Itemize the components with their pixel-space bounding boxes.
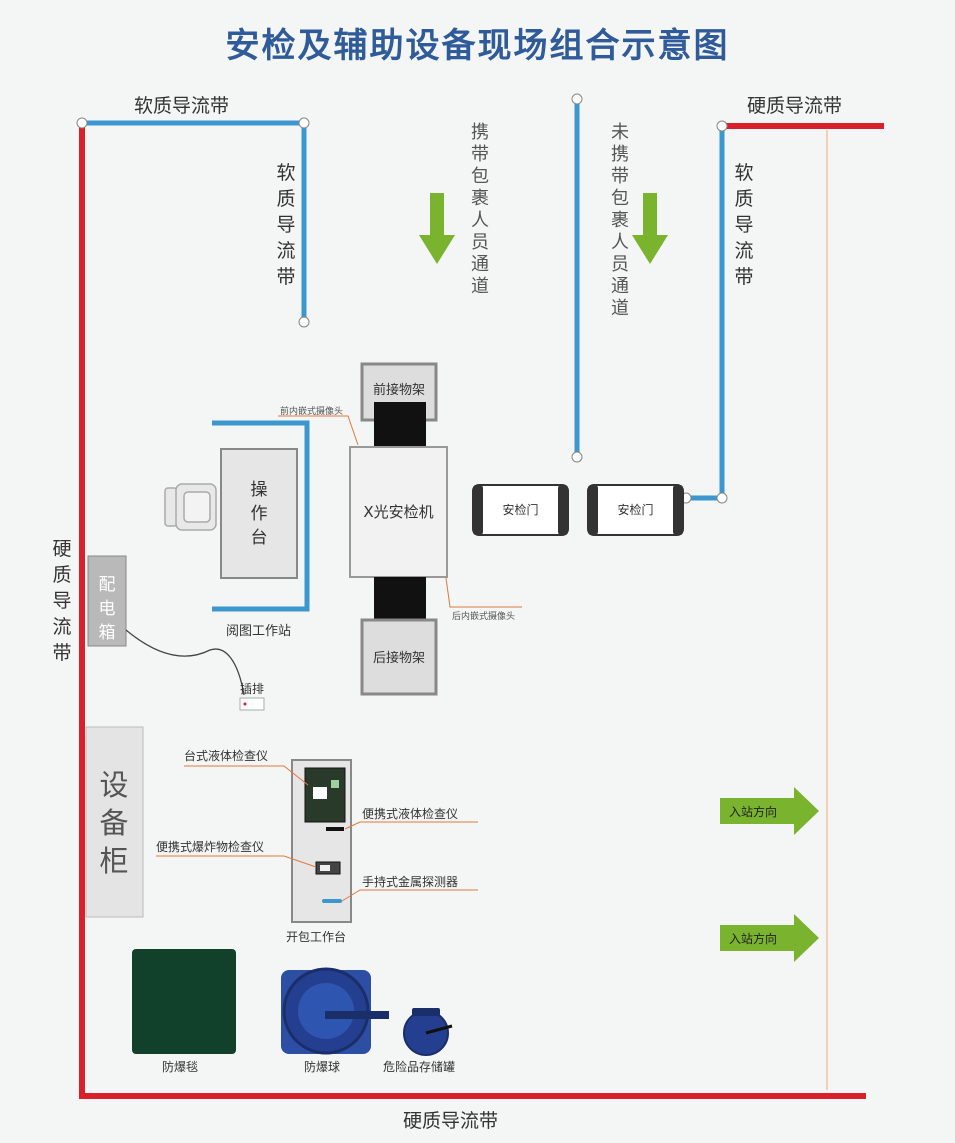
label-rear-rack: 后接物架 — [372, 651, 425, 666]
hard-barrier-left — [79, 123, 866, 1099]
label-rear-camera: 后内嵌式摄像头 — [452, 612, 516, 622]
equipment-cabinet — [85, 726, 144, 918]
chair-icon — [164, 483, 217, 531]
label-blast-blanket: 防爆毯 — [162, 1060, 199, 1074]
power-strip — [239, 697, 265, 711]
label-lane-with-bag: 携带包裹人员通道 — [471, 122, 489, 297]
xray-machine-group — [349, 362, 448, 696]
portable-liquid-device — [326, 827, 344, 831]
label-lane-without-bag: 未携带包裹人员通道 — [611, 122, 629, 319]
front-camera-leader — [278, 415, 359, 446]
label-soft-barrier-top-left: 软质导流带 — [134, 95, 230, 117]
soft-barrier-right — [686, 126, 725, 501]
label-desktop-liquid: 台式液体检查仪 — [184, 749, 269, 763]
hard-barrier-lines — [79, 123, 884, 1099]
label-portable-liquid: 便携式液体检查仪 — [362, 807, 459, 821]
page-title: 安检及辅助设备现场组合示意图 — [225, 26, 730, 66]
label-operation-desk: 操作台 — [250, 480, 268, 548]
label-front-camera: 前内嵌式摄像头 — [280, 407, 344, 417]
label-power-box: 配电箱 — [98, 575, 116, 643]
blast-ball — [281, 967, 389, 1055]
blast-blanket — [132, 949, 236, 1054]
label-gate-2: 安检门 — [617, 503, 654, 517]
security-gate-1 — [472, 484, 569, 536]
label-equipment-cabinet: 设备柜 — [99, 768, 129, 878]
label-soft-barrier-vertical-right: 软质导流带 — [734, 162, 754, 288]
label-metal-detector: 手持式金属探测器 — [362, 875, 459, 889]
label-entry-direction-1: 入站方向 — [729, 805, 778, 819]
down-arrow-icon — [632, 193, 668, 264]
label-hazard-tank: 危险品存储罐 — [383, 1060, 456, 1074]
security-gate-2 — [587, 484, 684, 536]
down-arrow-icon — [419, 193, 455, 264]
label-blast-ball: 防爆球 — [304, 1060, 341, 1074]
label-hard-barrier-left: 硬质导流带 — [52, 538, 72, 664]
power-box — [87, 555, 127, 647]
right-arrow-icon — [720, 787, 819, 962]
power-cable — [125, 629, 245, 696]
metal-detector-device — [322, 899, 342, 903]
hazard-tank — [403, 1008, 453, 1056]
soft-barrier-top-left — [82, 120, 307, 322]
label-front-rack: 前接物架 — [372, 383, 425, 398]
label-workstation: 阅图工作站 — [226, 624, 292, 639]
label-bag-table: 开包工作台 — [286, 930, 347, 944]
rear-camera-leader — [445, 577, 522, 608]
label-gate-1: 安检门 — [502, 503, 539, 517]
label-soft-barrier-vertical-left: 软质导流带 — [276, 162, 296, 288]
label-portable-explosive: 便携式爆炸物检查仪 — [156, 840, 265, 854]
label-xray-machine: X光安检机 — [363, 503, 434, 521]
soft-barrier-workstation — [212, 420, 310, 612]
label-hard-barrier-top-right: 硬质导流带 — [747, 95, 843, 117]
operation-desk — [220, 448, 298, 579]
label-power-strip: 插排 — [240, 682, 265, 696]
label-hard-barrier-bottom: 硬质导流带 — [403, 1110, 499, 1132]
barrier-nodes — [76, 93, 728, 504]
label-entry-direction-2: 入站方向 — [729, 932, 778, 946]
